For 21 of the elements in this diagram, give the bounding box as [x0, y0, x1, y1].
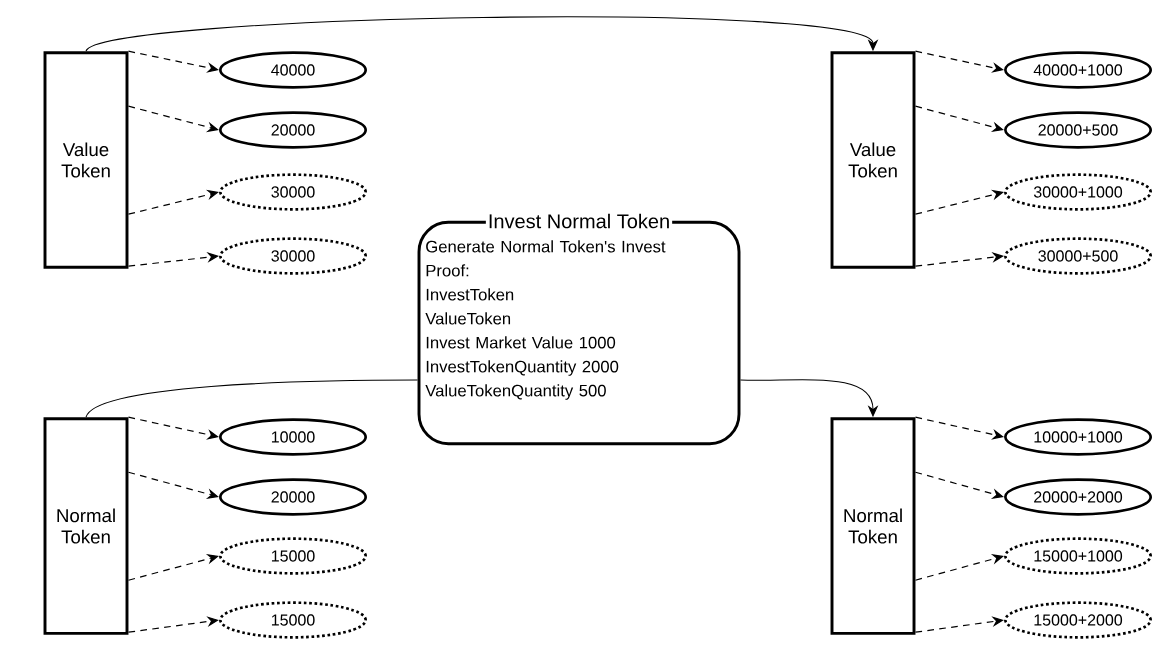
process-box: Invest Normal Token Generate Normal Token's Invest Proof: InvestToken ValueToken Invest Market Value 1000 InvestTokenQuantity 2000 ValueTokenQuantity 500	[417, 211, 741, 446]
curved-arrow	[85, 16, 879, 52]
dashed-arrow	[914, 554, 1004, 581]
token-box: Value Token	[830, 51, 916, 269]
curved-line	[85, 379, 419, 418]
dashed-arrow	[127, 616, 219, 633]
dashed-arrow	[914, 252, 1004, 267]
dashed-arrow	[914, 189, 1004, 215]
dashed-arrow	[914, 416, 1004, 440]
dashed-arrow	[127, 471, 219, 499]
dashed-arrow	[127, 252, 219, 267]
dashed-arrow	[127, 50, 219, 73]
dashed-arrow	[127, 416, 219, 440]
dashed-arrow	[914, 616, 1004, 633]
dashed-arrow	[914, 471, 1004, 499]
dashed-arrow	[127, 189, 219, 215]
token-box: Normal Token	[830, 417, 916, 635]
token-box: Normal Token	[43, 417, 129, 635]
dashed-arrow	[914, 50, 1004, 73]
token-box: Value Token	[43, 51, 129, 269]
dashed-arrow	[127, 553, 219, 581]
